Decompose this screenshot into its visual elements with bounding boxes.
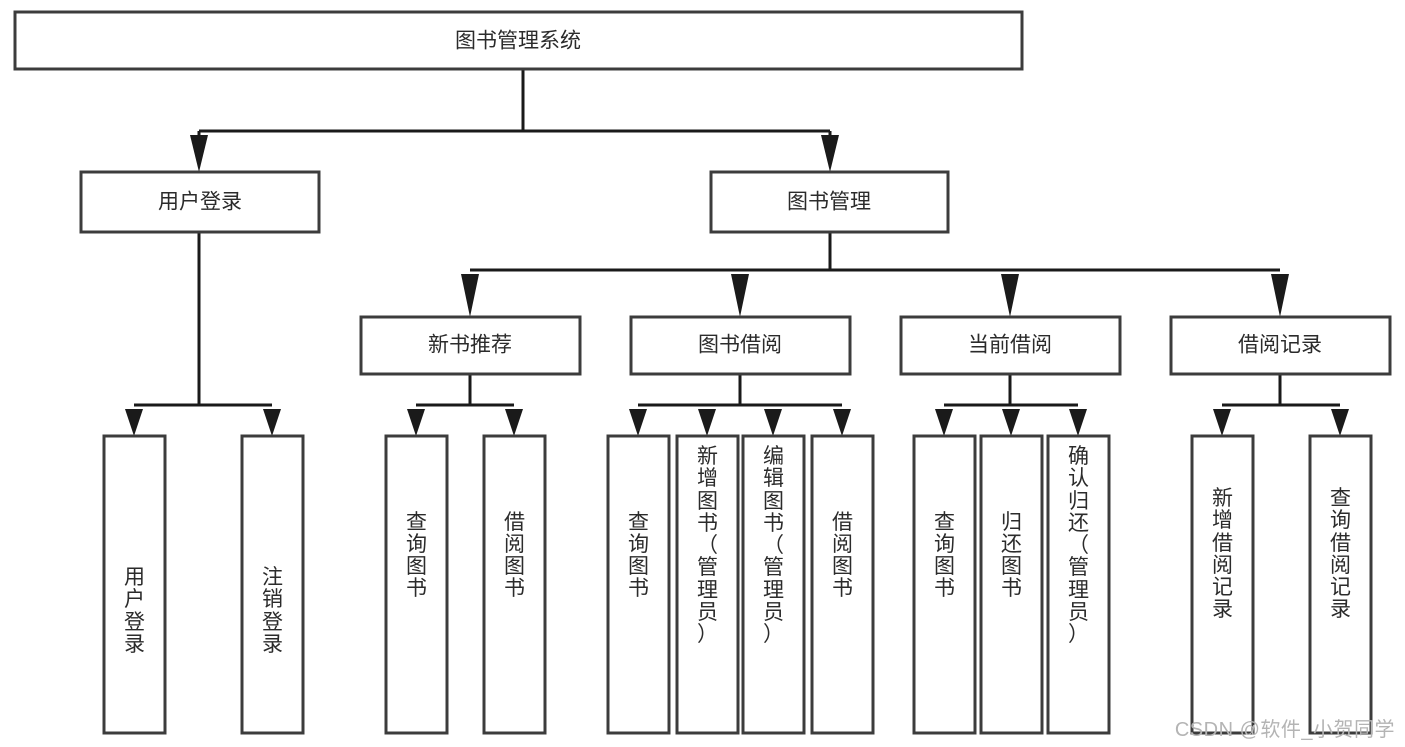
arrow-head-leaf-query-book-3: [935, 409, 953, 436]
arrow-head-leaf-add-book: [698, 409, 716, 436]
node-box-leaf-edit-book[interactable]: [741, 434, 806, 735]
node-box-leaf-query-book-3[interactable]: [912, 434, 977, 735]
arrow-head-leaf-borrow-book-1: [505, 409, 523, 436]
node-label-current-borrow: 当前借阅: [968, 334, 1052, 357]
arrow-head-leaf-borrow-book-2: [833, 409, 851, 436]
node-box-leaf-borrow-book-2[interactable]: [810, 434, 875, 735]
arrow-head-current-borrow: [1001, 274, 1019, 317]
connector-group-book-borrow: [629, 374, 851, 436]
node-box-leaf-query-book-1[interactable]: [384, 434, 449, 735]
node-label-user-login: 用户登录: [158, 191, 242, 214]
arrow-head-leaf-query-book-2: [629, 409, 647, 436]
arrow-head-book-manage: [821, 135, 839, 172]
node-box-leaf-confirm-return[interactable]: [1046, 434, 1111, 735]
node-box-leaf-add-book[interactable]: [675, 434, 740, 735]
arrow-head-user-login: [190, 135, 208, 172]
arrow-head-leaf-query-book-1: [407, 409, 425, 436]
arrow-head-leaf-query-record: [1331, 409, 1349, 436]
arrow-head-new-book-rec: [461, 274, 479, 317]
node-box-book-borrow[interactable]: [629, 315, 852, 376]
connector-group-user-login: [125, 232, 281, 436]
node-label-borrow-record: 借阅记录: [1238, 334, 1322, 357]
node-box-leaf-logout[interactable]: [240, 434, 305, 735]
node-label-book-borrow: 图书借阅: [698, 334, 782, 357]
node-box-leaf-add-record[interactable]: [1190, 434, 1255, 735]
arrow-head-leaf-return-book: [1002, 409, 1020, 436]
arrow-head-leaf-add-record: [1213, 409, 1231, 436]
node-box-book-manage[interactable]: [709, 170, 950, 234]
node-box-root[interactable]: [13, 10, 1024, 71]
node-box-current-borrow[interactable]: [899, 315, 1122, 376]
arrow-head-book-borrow: [731, 274, 749, 317]
arrow-head-leaf-user-login: [125, 409, 143, 436]
connector-group-new-book-rec: [407, 374, 523, 436]
node-box-leaf-borrow-book-1[interactable]: [482, 434, 547, 735]
node-box-leaf-query-book-2[interactable]: [606, 434, 671, 735]
connector-group-book-manage: [461, 232, 1289, 317]
arrow-head-leaf-logout: [263, 409, 281, 436]
arrow-head-leaf-edit-book: [764, 409, 782, 436]
node-box-new-book-rec[interactable]: [359, 315, 582, 376]
node-label-new-book-rec: 新书推荐: [428, 334, 512, 357]
arrow-head-borrow-record: [1271, 274, 1289, 317]
node-box-leaf-return-book[interactable]: [979, 434, 1044, 735]
watermark-text: CSDN @软件_小贺同学: [1174, 719, 1395, 741]
node-label-root: 图书管理系统: [455, 30, 581, 53]
connector-group-root: [190, 69, 839, 172]
connector-group-borrow-record: [1213, 374, 1349, 436]
connector-group-current-borrow: [935, 374, 1087, 436]
arrow-head-leaf-confirm-return: [1069, 409, 1087, 436]
node-label-book-manage: 图书管理: [787, 191, 871, 214]
node-box-leaf-query-record[interactable]: [1308, 434, 1373, 735]
node-box-leaf-user-login[interactable]: [102, 434, 167, 735]
node-box-borrow-record[interactable]: [1169, 315, 1392, 376]
node-box-user-login[interactable]: [79, 170, 321, 234]
